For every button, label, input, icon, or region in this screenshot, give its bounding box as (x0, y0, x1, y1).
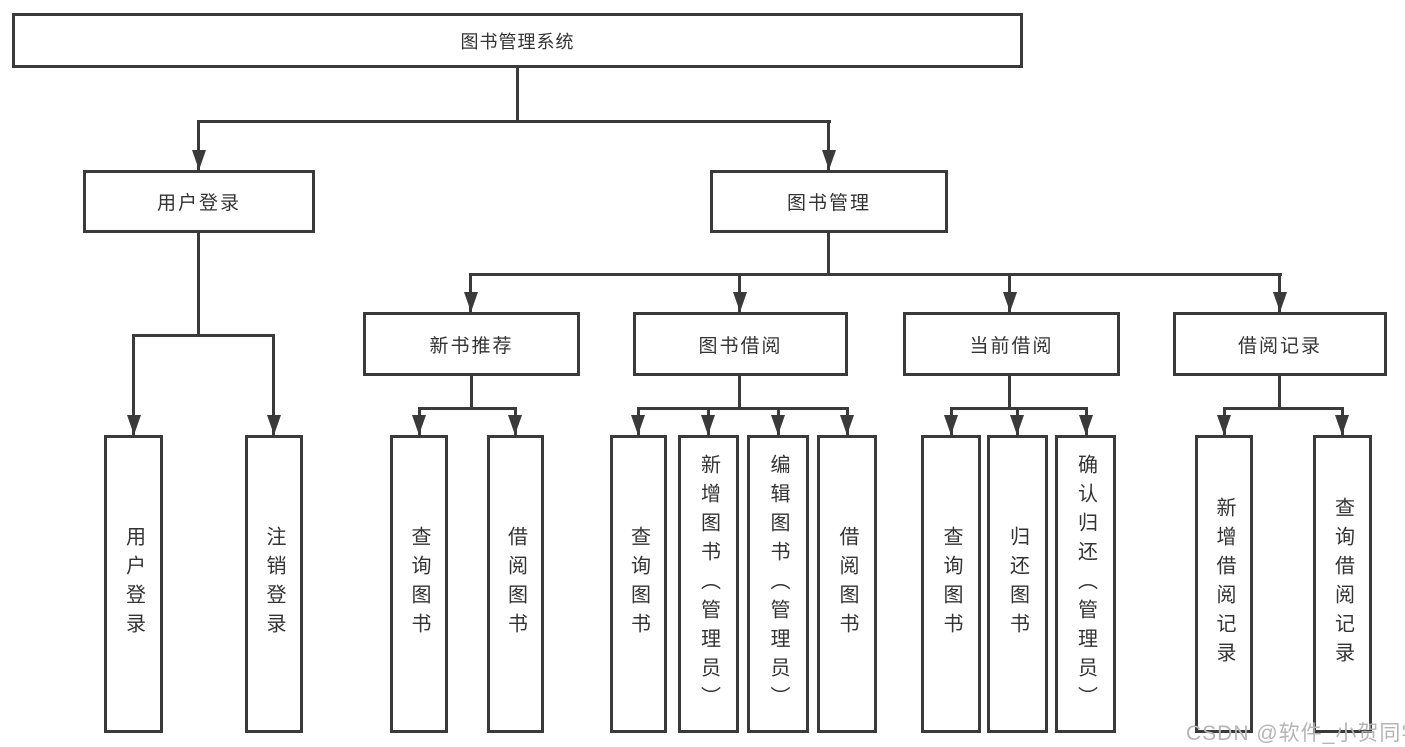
arrow-down-icon (840, 415, 854, 435)
arrow-down-icon (1273, 292, 1287, 312)
connector-book-borrow-split (637, 407, 849, 410)
arrow-down-icon (412, 415, 426, 435)
connector-current-borrow-split (950, 407, 1088, 410)
arrow-down-icon (464, 292, 478, 312)
leaf-query-borrow-record: 查询借阅记录 (1313, 435, 1372, 733)
arrow-down-icon (733, 292, 747, 312)
leaf-query-books-recommend: 查询图书 (390, 435, 448, 733)
connector-user-login-stem (197, 233, 200, 334)
arrow-down-icon (631, 415, 645, 435)
arrow-down-icon (1335, 415, 1349, 435)
connector-book-mgmt-split (470, 273, 1282, 276)
arrow-down-icon (1079, 415, 1093, 435)
arrow-down-icon (508, 415, 522, 435)
leaf-borrow-books-recommend: 借阅图书 (487, 435, 544, 733)
connector-shaft-user-login (197, 120, 200, 170)
leaf-confirm-return-admin: 确认归还（管理员） (1055, 435, 1116, 733)
arrow-down-icon (771, 415, 785, 435)
leaf-user-login: 用户登录 (104, 435, 163, 733)
node-user-login: 用户登录 (83, 170, 315, 233)
node-borrowing-records: 借阅记录 (1173, 312, 1387, 376)
leaf-query-books-current: 查询图书 (921, 435, 981, 733)
leaf-add-borrow-record: 新增借阅记录 (1195, 435, 1253, 733)
connector-shaft-leaf-logout (272, 334, 275, 435)
node-book-management: 图书管理 (710, 170, 948, 233)
leaf-logout: 注销登录 (245, 435, 303, 733)
connector-borrow-records-stem (1278, 376, 1281, 407)
node-new-book-recommendation: 新书推荐 (363, 312, 580, 376)
csdn-watermark: CSDN @软件_小贺同学 (1186, 722, 1405, 745)
node-root-library-management-system: 图书管理系统 (12, 13, 1023, 68)
arrow-down-icon (944, 415, 958, 435)
arrow-down-icon (822, 150, 836, 170)
leaf-query-books-borrow: 查询图书 (610, 435, 667, 733)
connector-borrow-records-split (1223, 407, 1344, 410)
connector-shaft-book-mgmt (827, 120, 830, 170)
node-current-borrowing: 当前借阅 (903, 312, 1120, 376)
connector-new-book-rec-split (418, 407, 517, 410)
arrow-down-icon (267, 415, 281, 435)
connector-root-split (197, 120, 831, 123)
leaf-borrow-books-borrow: 借阅图书 (817, 435, 877, 733)
arrow-down-icon (1217, 415, 1231, 435)
connector-book-mgmt-stem (827, 233, 830, 273)
leaf-add-books-admin: 新增图书（管理员） (678, 435, 739, 733)
connector-book-borrow-stem (738, 376, 741, 407)
leaf-edit-books-admin: 编辑图书（管理员） (747, 435, 809, 733)
arrow-down-icon (127, 415, 141, 435)
connector-shaft-leaf-user-login (132, 334, 135, 435)
arrow-down-icon (1010, 415, 1024, 435)
node-book-borrowing: 图书借阅 (633, 312, 848, 376)
connector-user-login-split (132, 334, 275, 337)
arrow-down-icon (192, 150, 206, 170)
connector-new-book-rec-stem (470, 376, 473, 407)
leaf-return-books: 归还图书 (987, 435, 1048, 733)
connector-current-borrow-stem (1008, 376, 1011, 407)
arrow-down-icon (701, 415, 715, 435)
arrow-down-icon (1003, 292, 1017, 312)
connector-root-stem (516, 67, 519, 120)
